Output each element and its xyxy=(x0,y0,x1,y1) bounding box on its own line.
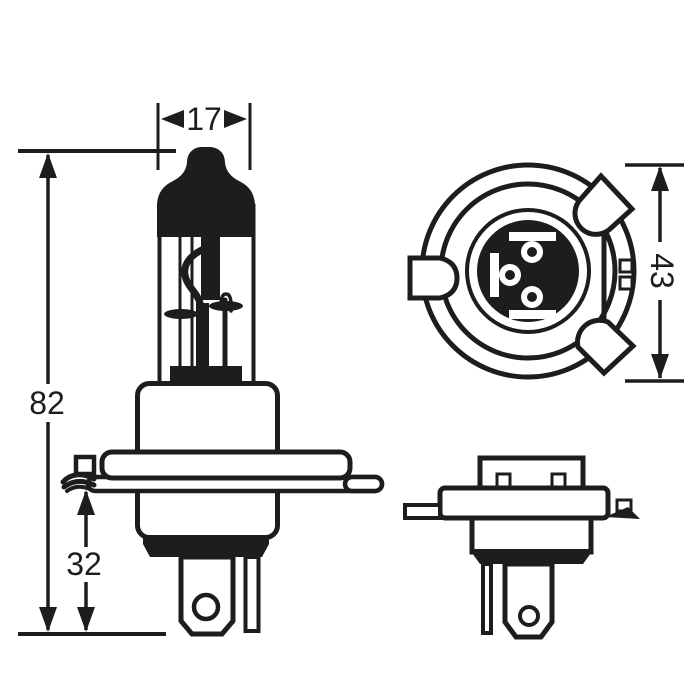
arrow-left-icon xyxy=(161,110,184,128)
flange-tab-left xyxy=(403,503,442,520)
glass-dome-tip xyxy=(157,147,255,237)
base-collar xyxy=(143,538,269,557)
dimension-flange-diameter: 43 xyxy=(625,163,684,383)
index-square-bottom xyxy=(618,275,634,291)
dimension-overall-length: 82 xyxy=(18,149,176,636)
flange-edge-view xyxy=(437,485,611,521)
arrow-down-icon xyxy=(39,607,57,632)
spring-clip xyxy=(60,454,97,493)
arrow-down-icon xyxy=(77,607,95,632)
connector-face xyxy=(490,232,556,319)
arrow-up-icon xyxy=(39,153,57,178)
dimension-glass-width: 17 xyxy=(156,101,252,170)
arrow-right-icon xyxy=(224,110,247,128)
slot-left xyxy=(490,253,499,297)
flange-upper-disc xyxy=(99,449,353,481)
terminal-prong-thin xyxy=(481,562,493,635)
flange-rear-view xyxy=(407,162,637,380)
center-electrode xyxy=(201,230,220,300)
base-skirt xyxy=(469,515,594,555)
arrow-down-icon xyxy=(651,354,669,379)
base-collar-band xyxy=(472,549,591,564)
index-square-top xyxy=(618,258,634,274)
lead-wire-curve xyxy=(181,244,210,307)
slot-top xyxy=(509,232,556,241)
clip-wedge xyxy=(605,507,640,519)
lead-wire-lower xyxy=(196,303,209,368)
base-side-view xyxy=(342,455,640,640)
terminal-hole xyxy=(191,592,221,622)
pinch-seal xyxy=(170,366,242,385)
filament-shield-left xyxy=(164,309,198,319)
dimension-label-32: 32 xyxy=(66,546,102,582)
terminal-prong-wide xyxy=(502,561,555,640)
keying-tab-bottom-right xyxy=(575,317,637,377)
flange-plate-end xyxy=(342,474,385,494)
dimension-label-17: 17 xyxy=(186,101,222,137)
terminal-prong-thin xyxy=(243,555,261,633)
plate-notch-right xyxy=(550,472,567,489)
filament-shield-right xyxy=(209,301,243,311)
terminal-hole xyxy=(518,605,540,627)
dimension-base-length: 32 xyxy=(66,490,102,632)
dimension-label-43: 43 xyxy=(644,253,680,289)
arrow-up-icon xyxy=(651,166,669,191)
plate-notch-left xyxy=(495,472,512,489)
keying-tab-top-right xyxy=(572,172,636,237)
arrow-up-icon xyxy=(77,490,95,515)
clip-tab xyxy=(73,454,97,477)
connector-disc xyxy=(477,220,579,322)
bulb-side-view xyxy=(60,147,385,637)
slot-bottom xyxy=(509,310,556,319)
filament-assembly xyxy=(164,230,243,371)
dimension-label-82: 82 xyxy=(29,385,65,421)
base-top-plate xyxy=(477,455,586,491)
keying-tab-left xyxy=(407,255,460,301)
